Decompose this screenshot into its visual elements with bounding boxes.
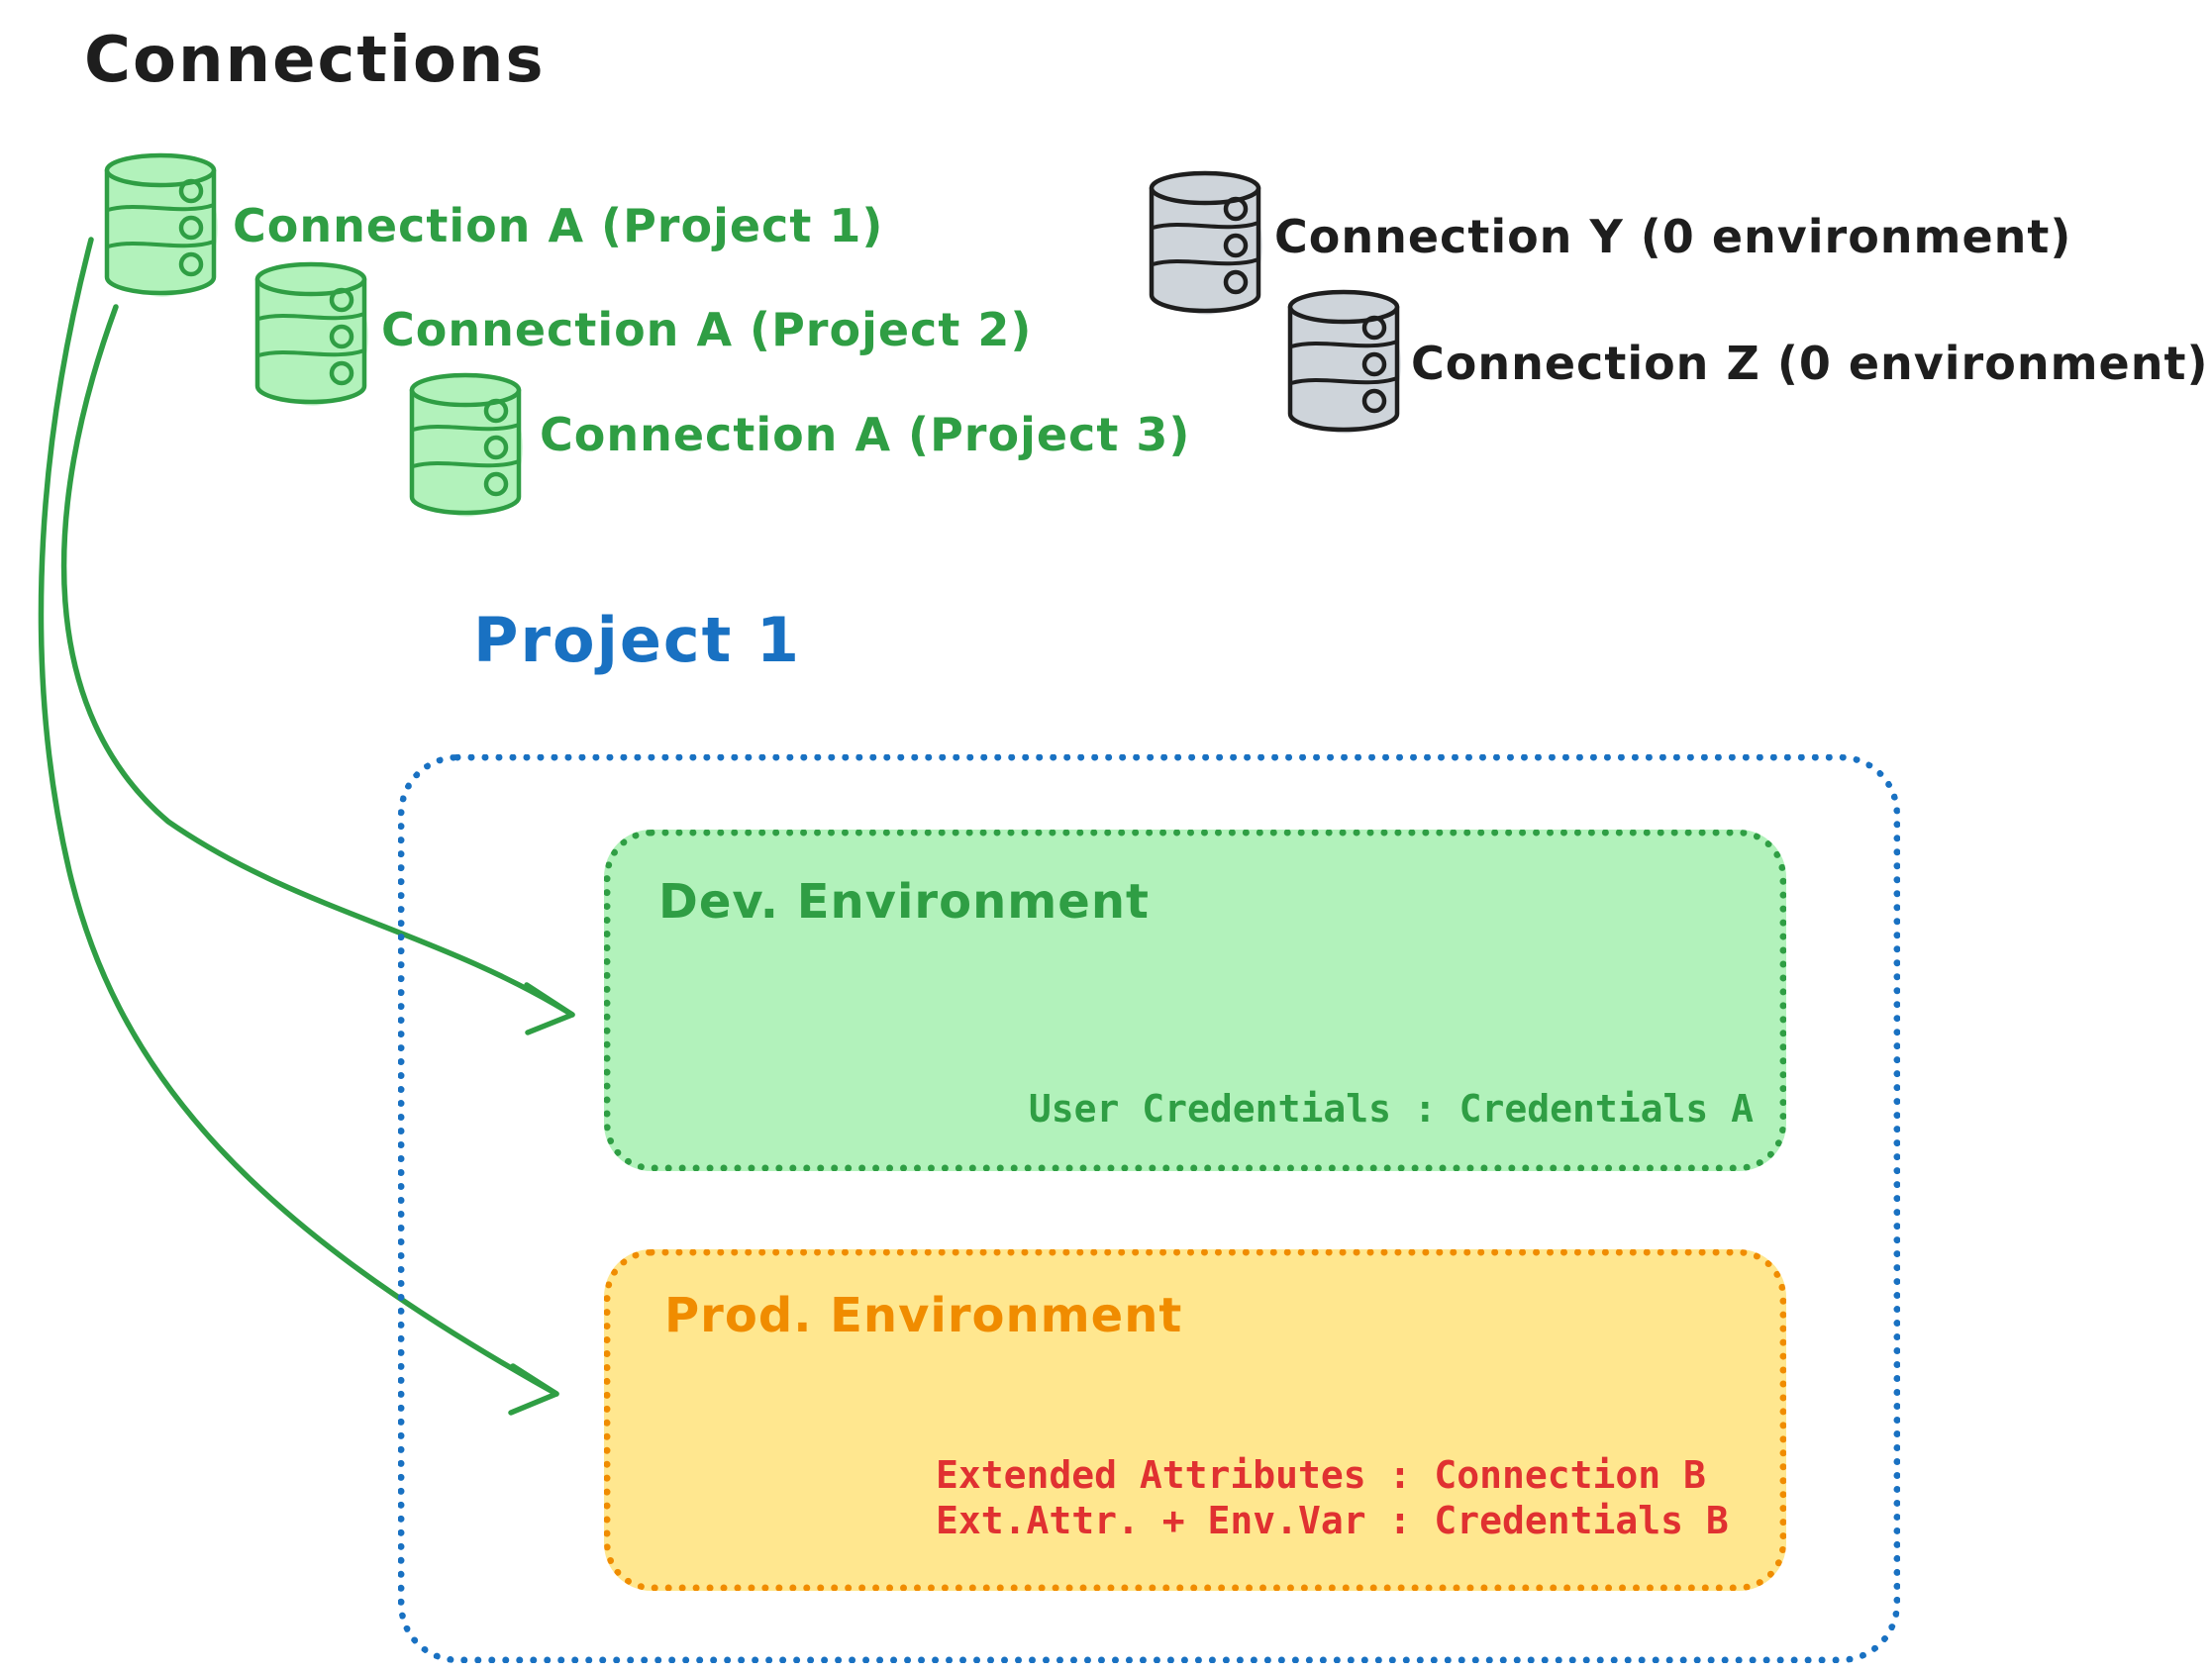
- connection-label: Connection A (Project 1): [233, 199, 884, 252]
- dev-environment-box: Dev. Environment User Credentials : Cred…: [604, 830, 1786, 1171]
- prod-environment-box: Prod. Environment Extended Attributes : …: [604, 1249, 1786, 1591]
- connection-label: Connection Y (0 environment): [1274, 210, 2072, 263]
- prod-environment-heading: Prod. Environment: [664, 1288, 1183, 1343]
- prod-extended-attributes-line: Extended Attributes : Connection B: [936, 1453, 1706, 1497]
- diagram-title: Connections: [84, 24, 546, 97]
- database-icon: [257, 264, 368, 406]
- database-icon: [1152, 173, 1262, 315]
- database-icon: [107, 155, 218, 297]
- prod-env-var-line: Ext.Attr. + Env.Var : Credentials B: [936, 1499, 1729, 1542]
- project-title: Project 1: [473, 604, 802, 676]
- project-boundary-box: [398, 754, 1900, 1663]
- database-icon: [412, 375, 523, 517]
- connection-label: Connection A (Project 3): [540, 408, 1191, 461]
- dev-credentials-line: User Credentials : Credentials A: [1028, 1087, 1754, 1131]
- connection-label: Connection Z (0 environment): [1411, 337, 2209, 390]
- database-icon: [1290, 292, 1401, 434]
- connection-label: Connection A (Project 2): [381, 303, 1033, 356]
- dev-environment-heading: Dev. Environment: [658, 874, 1150, 930]
